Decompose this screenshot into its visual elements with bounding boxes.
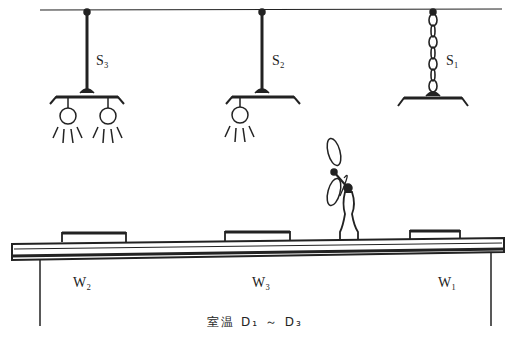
lamp-label: S₂	[272, 54, 285, 68]
electric-fan	[325, 137, 358, 242]
table	[12, 238, 504, 326]
shade-s1	[398, 9, 468, 106]
plate-label: W₃	[252, 276, 270, 290]
lamp-label: S₃	[96, 54, 109, 68]
figure-caption: 室温 D₁ ～ D₃	[207, 316, 303, 328]
plate-label: W₂	[73, 276, 91, 290]
lamp-s3	[50, 9, 124, 143]
plate-label: W₁	[438, 276, 456, 290]
lamp-label: S₁	[446, 54, 459, 68]
lamp-s2	[225, 9, 300, 142]
